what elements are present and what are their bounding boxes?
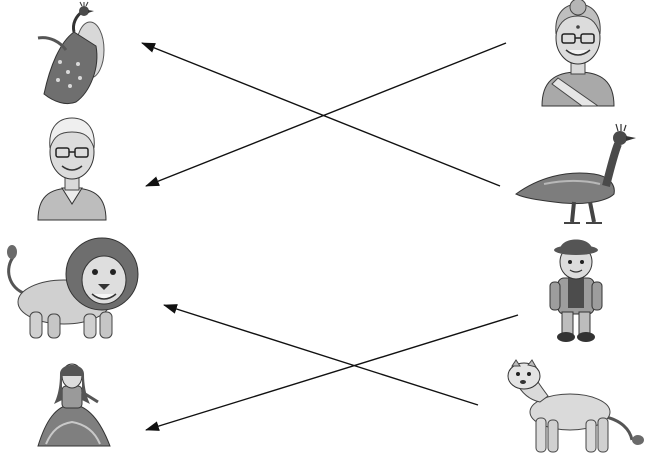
grandfather-icon	[34, 112, 110, 222]
girl-icon	[32, 360, 114, 448]
peacock-icon	[514, 122, 636, 226]
arrow-grandmother-to-grandfather	[145, 42, 507, 187]
grandmother-icon	[538, 0, 618, 108]
arrow-lioness-to-lion	[163, 304, 479, 406]
arrow-boy-to-girl	[145, 314, 519, 431]
boy-icon	[544, 239, 608, 342]
peahen-icon	[30, 2, 112, 106]
lioness-icon	[498, 360, 644, 456]
arrow-peacock-to-peahen	[141, 42, 501, 187]
lion-icon	[7, 236, 142, 342]
